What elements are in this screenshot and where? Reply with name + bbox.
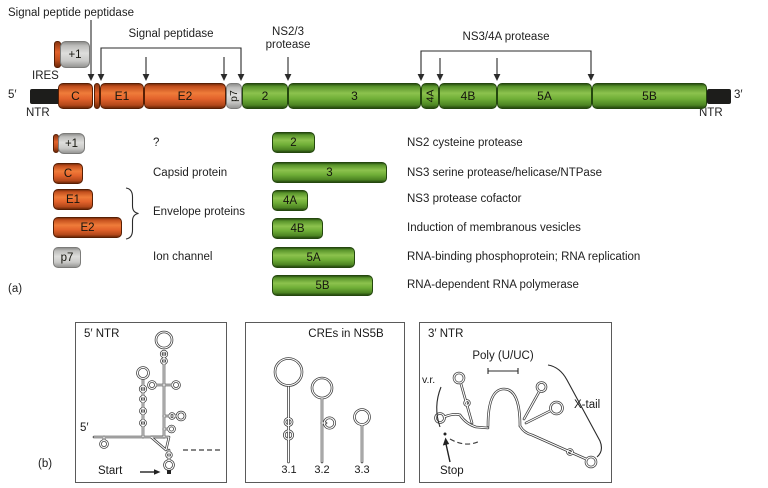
legend-swatch-plus-one: +1 [58,133,85,154]
start-label: Start [98,465,123,477]
genome-segment-E2: E2 [144,83,226,109]
ns23-line2: protease [265,39,311,51]
legend-desc-capsid: Capsid protein [153,167,228,179]
legend-desc-NS5B: RNA-dependent RNA polymerase [407,279,579,291]
legend-swatch-p7: p7 [53,247,81,268]
three-ntr-bar [707,89,731,104]
start-codon-mark [167,470,171,474]
signal-peptidase-label: Signal peptidase [128,28,214,40]
cres-structure [273,357,371,464]
ns23-line1: NS2/3 [272,26,304,38]
panel-a-label: (a) [8,283,23,295]
genome-segment-C: C [58,83,93,109]
genome-segment-E1: E1 [100,83,144,109]
legend-desc-NS4B: Induction of membranous vesicles [407,222,581,234]
plus-one-box: +1 [60,41,90,68]
ns34a-protease-bracket [417,50,595,81]
three-prime-label: 3′ [734,89,743,101]
cre-label-3-3: 3.3 [354,464,370,476]
legend-swatch-NS5A: 5A [272,247,355,268]
legend-swatch-NS4B: 4B [272,218,323,239]
cleavage-annotation-overlay [87,20,595,240]
genome-segment-NS5A: 5A [497,83,592,109]
five-ntr-bar [30,89,60,104]
genome-segment-p7: p7 [226,83,242,109]
genome-segment-NS4B: 4B [439,83,497,109]
vr-bracket [436,386,442,428]
five-ntr-structure [92,330,222,475]
legend-swatch-E2: E2 [53,217,122,238]
panel-five-ntr-five-prime: 5′ [80,422,89,434]
three-ntr-structure [434,364,603,469]
stop-arrow [445,443,451,463]
legend-swatch-NS5B: 5B [272,275,373,296]
xtail-label: X-tail [574,399,601,411]
stop-label: Stop [440,465,464,477]
ns34a-protease-label: NS3/4A protease [462,31,550,43]
legend-desc-NS3: NS3 serine protease/helicase/NTPase [407,167,602,179]
legend-desc-NS2: NS2 cysteine protease [407,137,523,149]
panel-three-ntr: 3′ NTR Poly (U/UC) v.r. X-tail Stop [419,322,612,483]
five-ntr-label: NTR [26,107,50,119]
legend-swatch-C: C [53,163,83,184]
signal-peptidase-bracket [97,47,245,81]
vr-label: v.r. [422,374,436,386]
legend-desc-unknown: ? [153,137,160,149]
panel-five-ntr-title: 5′ NTR [84,328,120,340]
panel-cres-title: CREs in NS5B [308,328,384,340]
signal-peptide-peptidase-label: Signal peptide peptidase [8,7,134,19]
ns23-protease-label: NS2/3 protease [253,26,323,52]
legend-desc-NS5A: RNA-binding phosphoprotein; RNA replicat… [407,251,641,263]
legend-swatch-NS4A: 4A [272,190,308,211]
legend-swatch-NS3: 3 [272,162,387,183]
genome-segment-signal-sliver [93,83,100,109]
genome-segment-NS3: 3 [288,83,421,109]
xtail-bracket [547,364,603,458]
cre-label-3-2: 3.2 [314,464,330,476]
legend-swatch-NS2: 2 [272,132,315,153]
genome-segment-NS4A: 4A [421,83,439,109]
genome-segment-NS5B: 5B [592,83,707,109]
legend-desc-ion-channel: Ion channel [153,251,213,263]
p7-rotated-label: p7 [228,90,240,102]
legend-desc-NS4A: NS3 protease cofactor [407,193,522,205]
ns4a-rotated-label: 4A [424,89,436,103]
envelope-brace [125,187,139,240]
ires-label: IRES [32,70,59,82]
ns23-protease-arrow [284,57,292,81]
panel-b-label: (b) [38,458,53,470]
three-ntr-label: NTR [699,107,723,119]
signal-peptide-peptidase-arrow [87,20,95,81]
five-prime-label: 5′ [8,89,17,101]
panel-five-ntr: 5′ NTR 5′ Start [75,322,227,483]
poly-u-uc-label: Poly (U/UC) [472,350,534,362]
panel-three-ntr-title: 3′ NTR [428,328,464,340]
poly-u-uc-bracket [487,368,519,374]
genome-segment-NS2: 2 [242,83,288,109]
cre-label-3-1: 3.1 [281,464,297,476]
legend-desc-envelope: Envelope proteins [153,206,246,218]
panel-cres-ns5b: CREs in NS5B 3.1 3.2 3.3 [245,322,405,483]
stop-codon-mark [443,432,447,436]
legend-swatch-E1: E1 [53,189,93,210]
